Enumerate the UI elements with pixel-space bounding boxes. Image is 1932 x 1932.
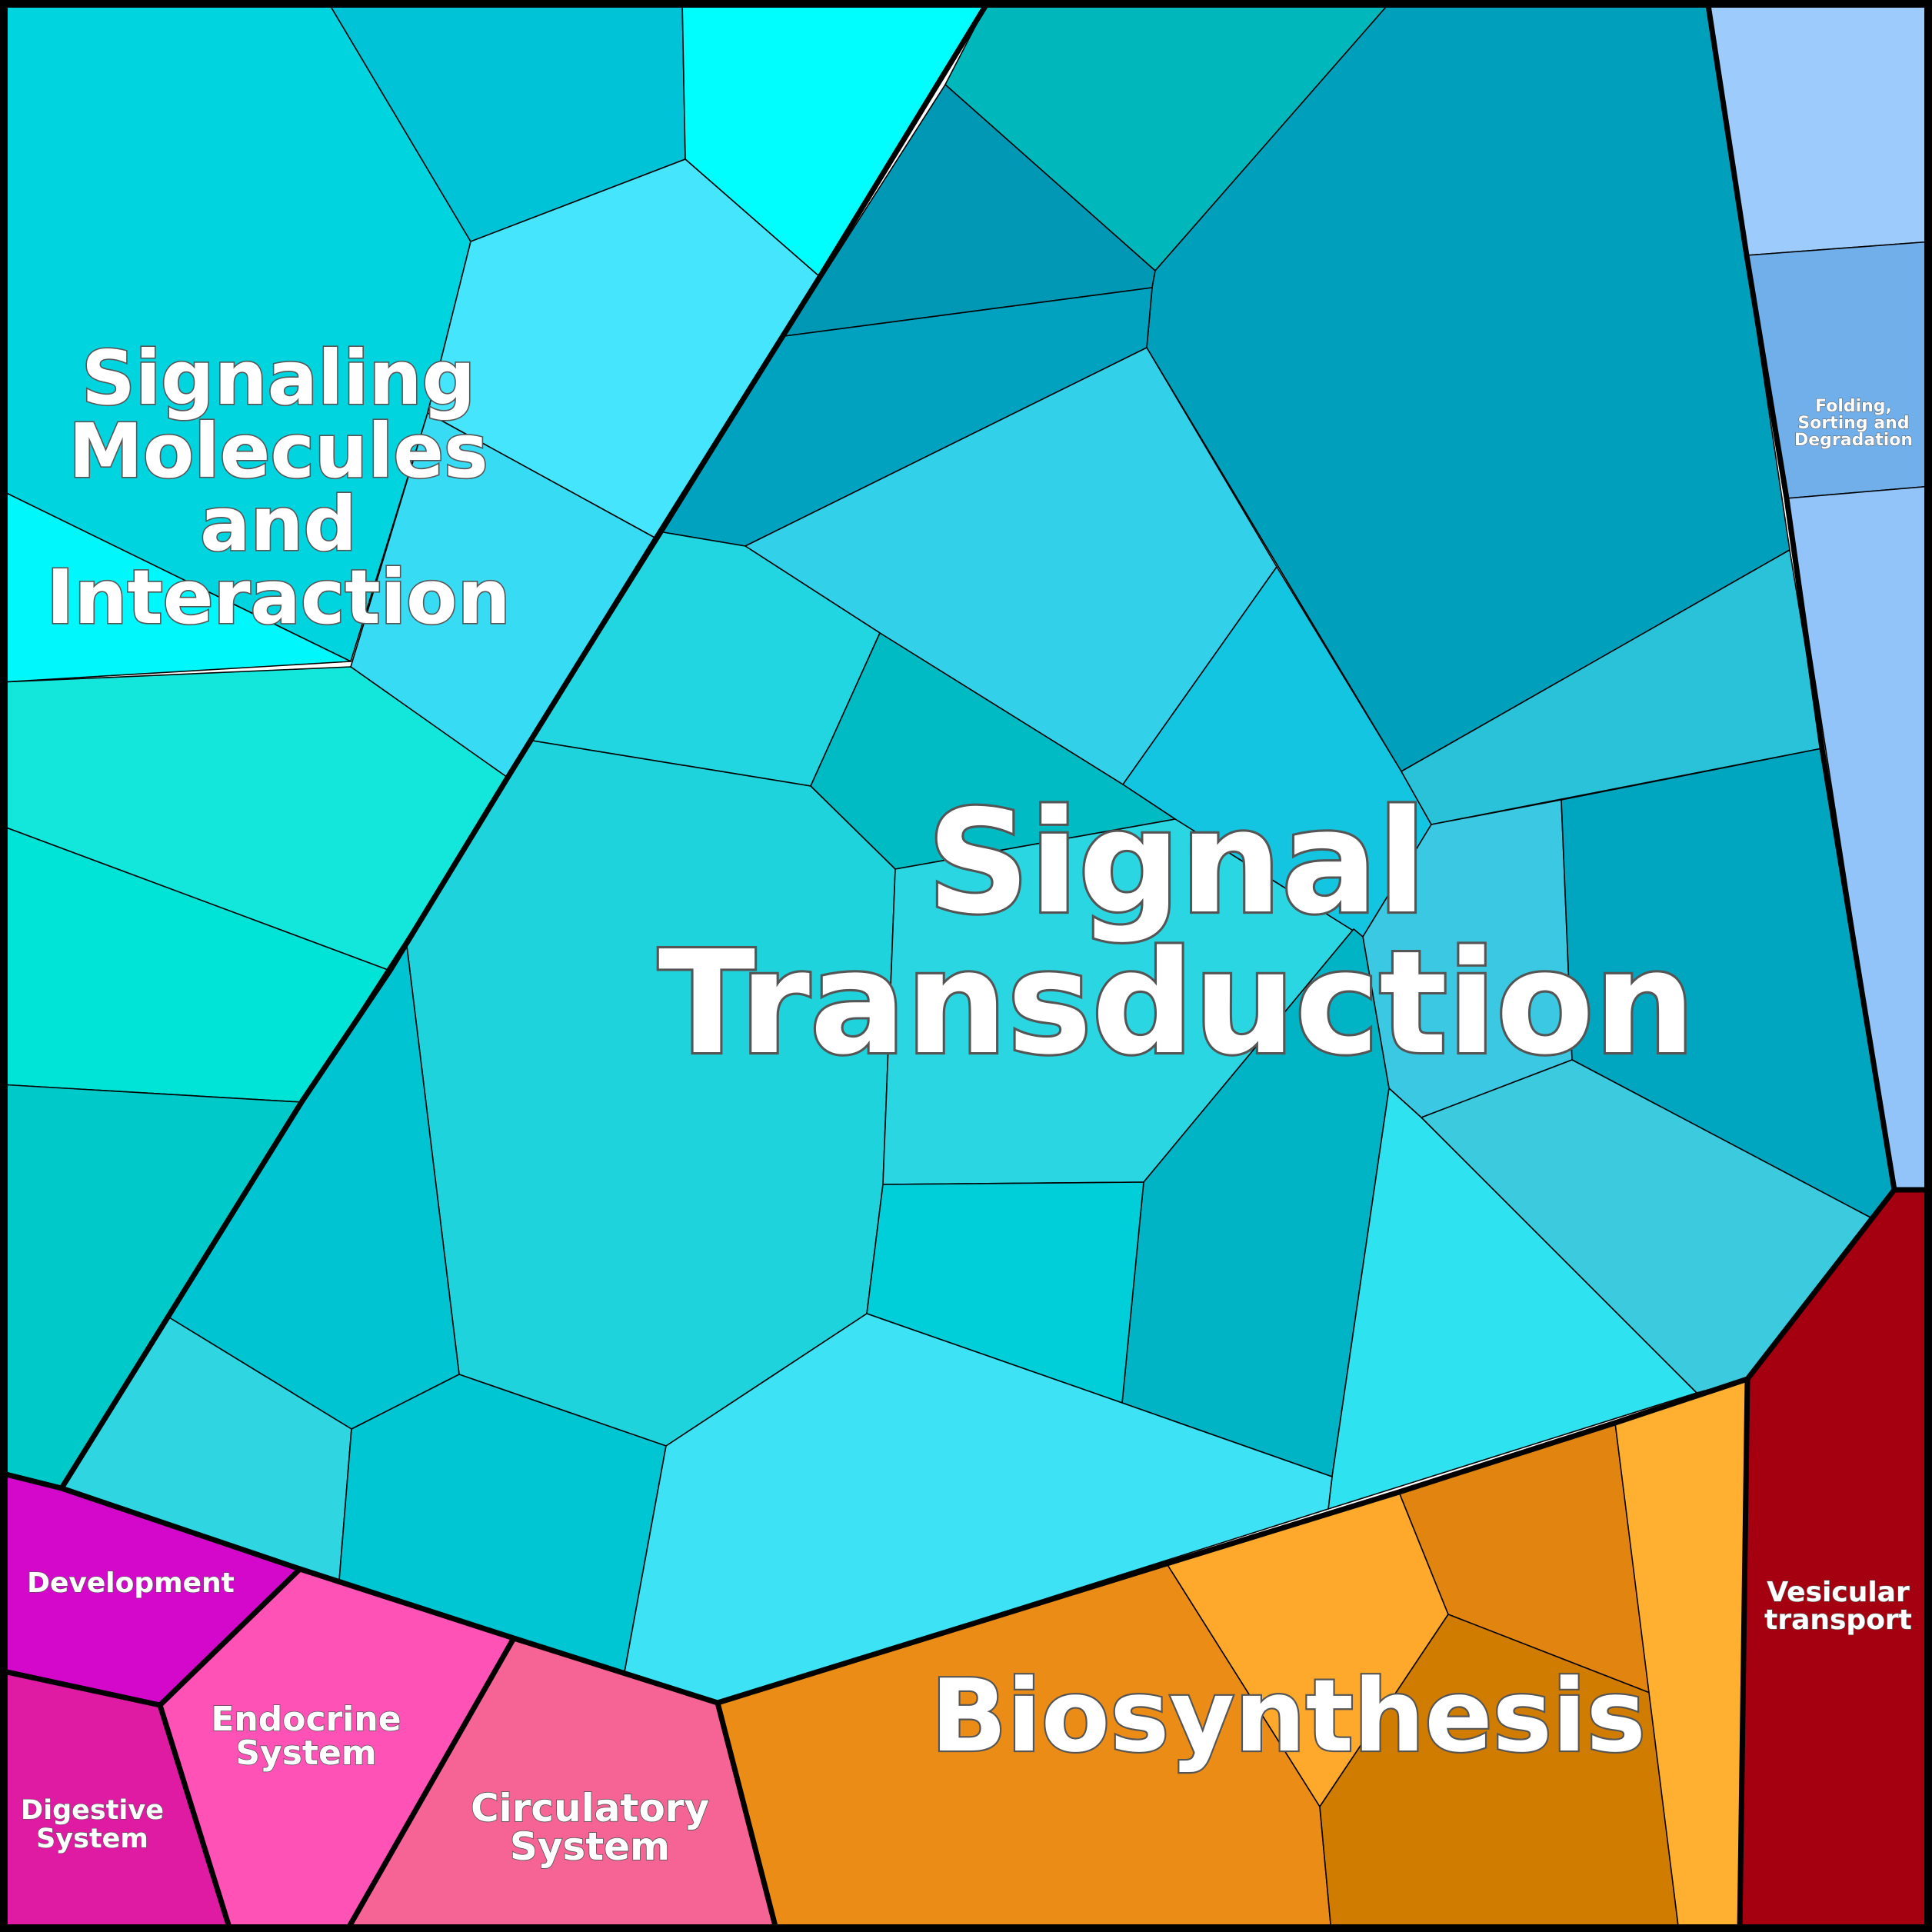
border-signaling-vs-transduction — [59, 0, 991, 1490]
label-line: System — [510, 1824, 670, 1869]
border-circulatory-biosynthesis — [715, 1702, 780, 1932]
label-line: Sorting and — [1797, 414, 1909, 433]
sm-cell-5 — [0, 489, 351, 683]
label-line: System — [36, 1824, 148, 1854]
label-biosynthesis: Biosynthesis — [931, 1657, 1646, 1774]
label-line: Transduction — [658, 920, 1695, 1086]
border-endocrine-circulatory — [343, 1637, 517, 1932]
label-line: Circulatory — [471, 1786, 709, 1830]
border-folding — [1704, 0, 1897, 1191]
label-line: transport — [1764, 1604, 1912, 1636]
label-line: Vesicular — [1767, 1577, 1910, 1608]
label-line: System — [235, 1734, 376, 1773]
label-line: Molecules — [68, 408, 488, 495]
border-digestive-endocrine — [0, 1667, 234, 1932]
label-line: Endocrine — [211, 1700, 401, 1739]
label-line: Signaling — [82, 335, 475, 421]
border-vesicular — [1737, 1378, 1750, 1932]
label-line: Degradation — [1794, 431, 1913, 450]
label-development: Development — [27, 1567, 235, 1599]
label-line: Biosynthesis — [931, 1657, 1646, 1774]
border-top-groups — [0, 1187, 1932, 1706]
label-line: Digestive — [21, 1795, 164, 1826]
label-line: Folding, — [1815, 397, 1892, 416]
label-line: and — [200, 481, 357, 568]
border-development-endocrine — [158, 1567, 302, 1707]
st-cell-17 — [1327, 1088, 1697, 1510]
st-cell-10 — [405, 740, 896, 1447]
label-line: Interaction — [46, 554, 510, 641]
label-line: Signal — [927, 779, 1426, 945]
label-line: Development — [27, 1567, 235, 1599]
